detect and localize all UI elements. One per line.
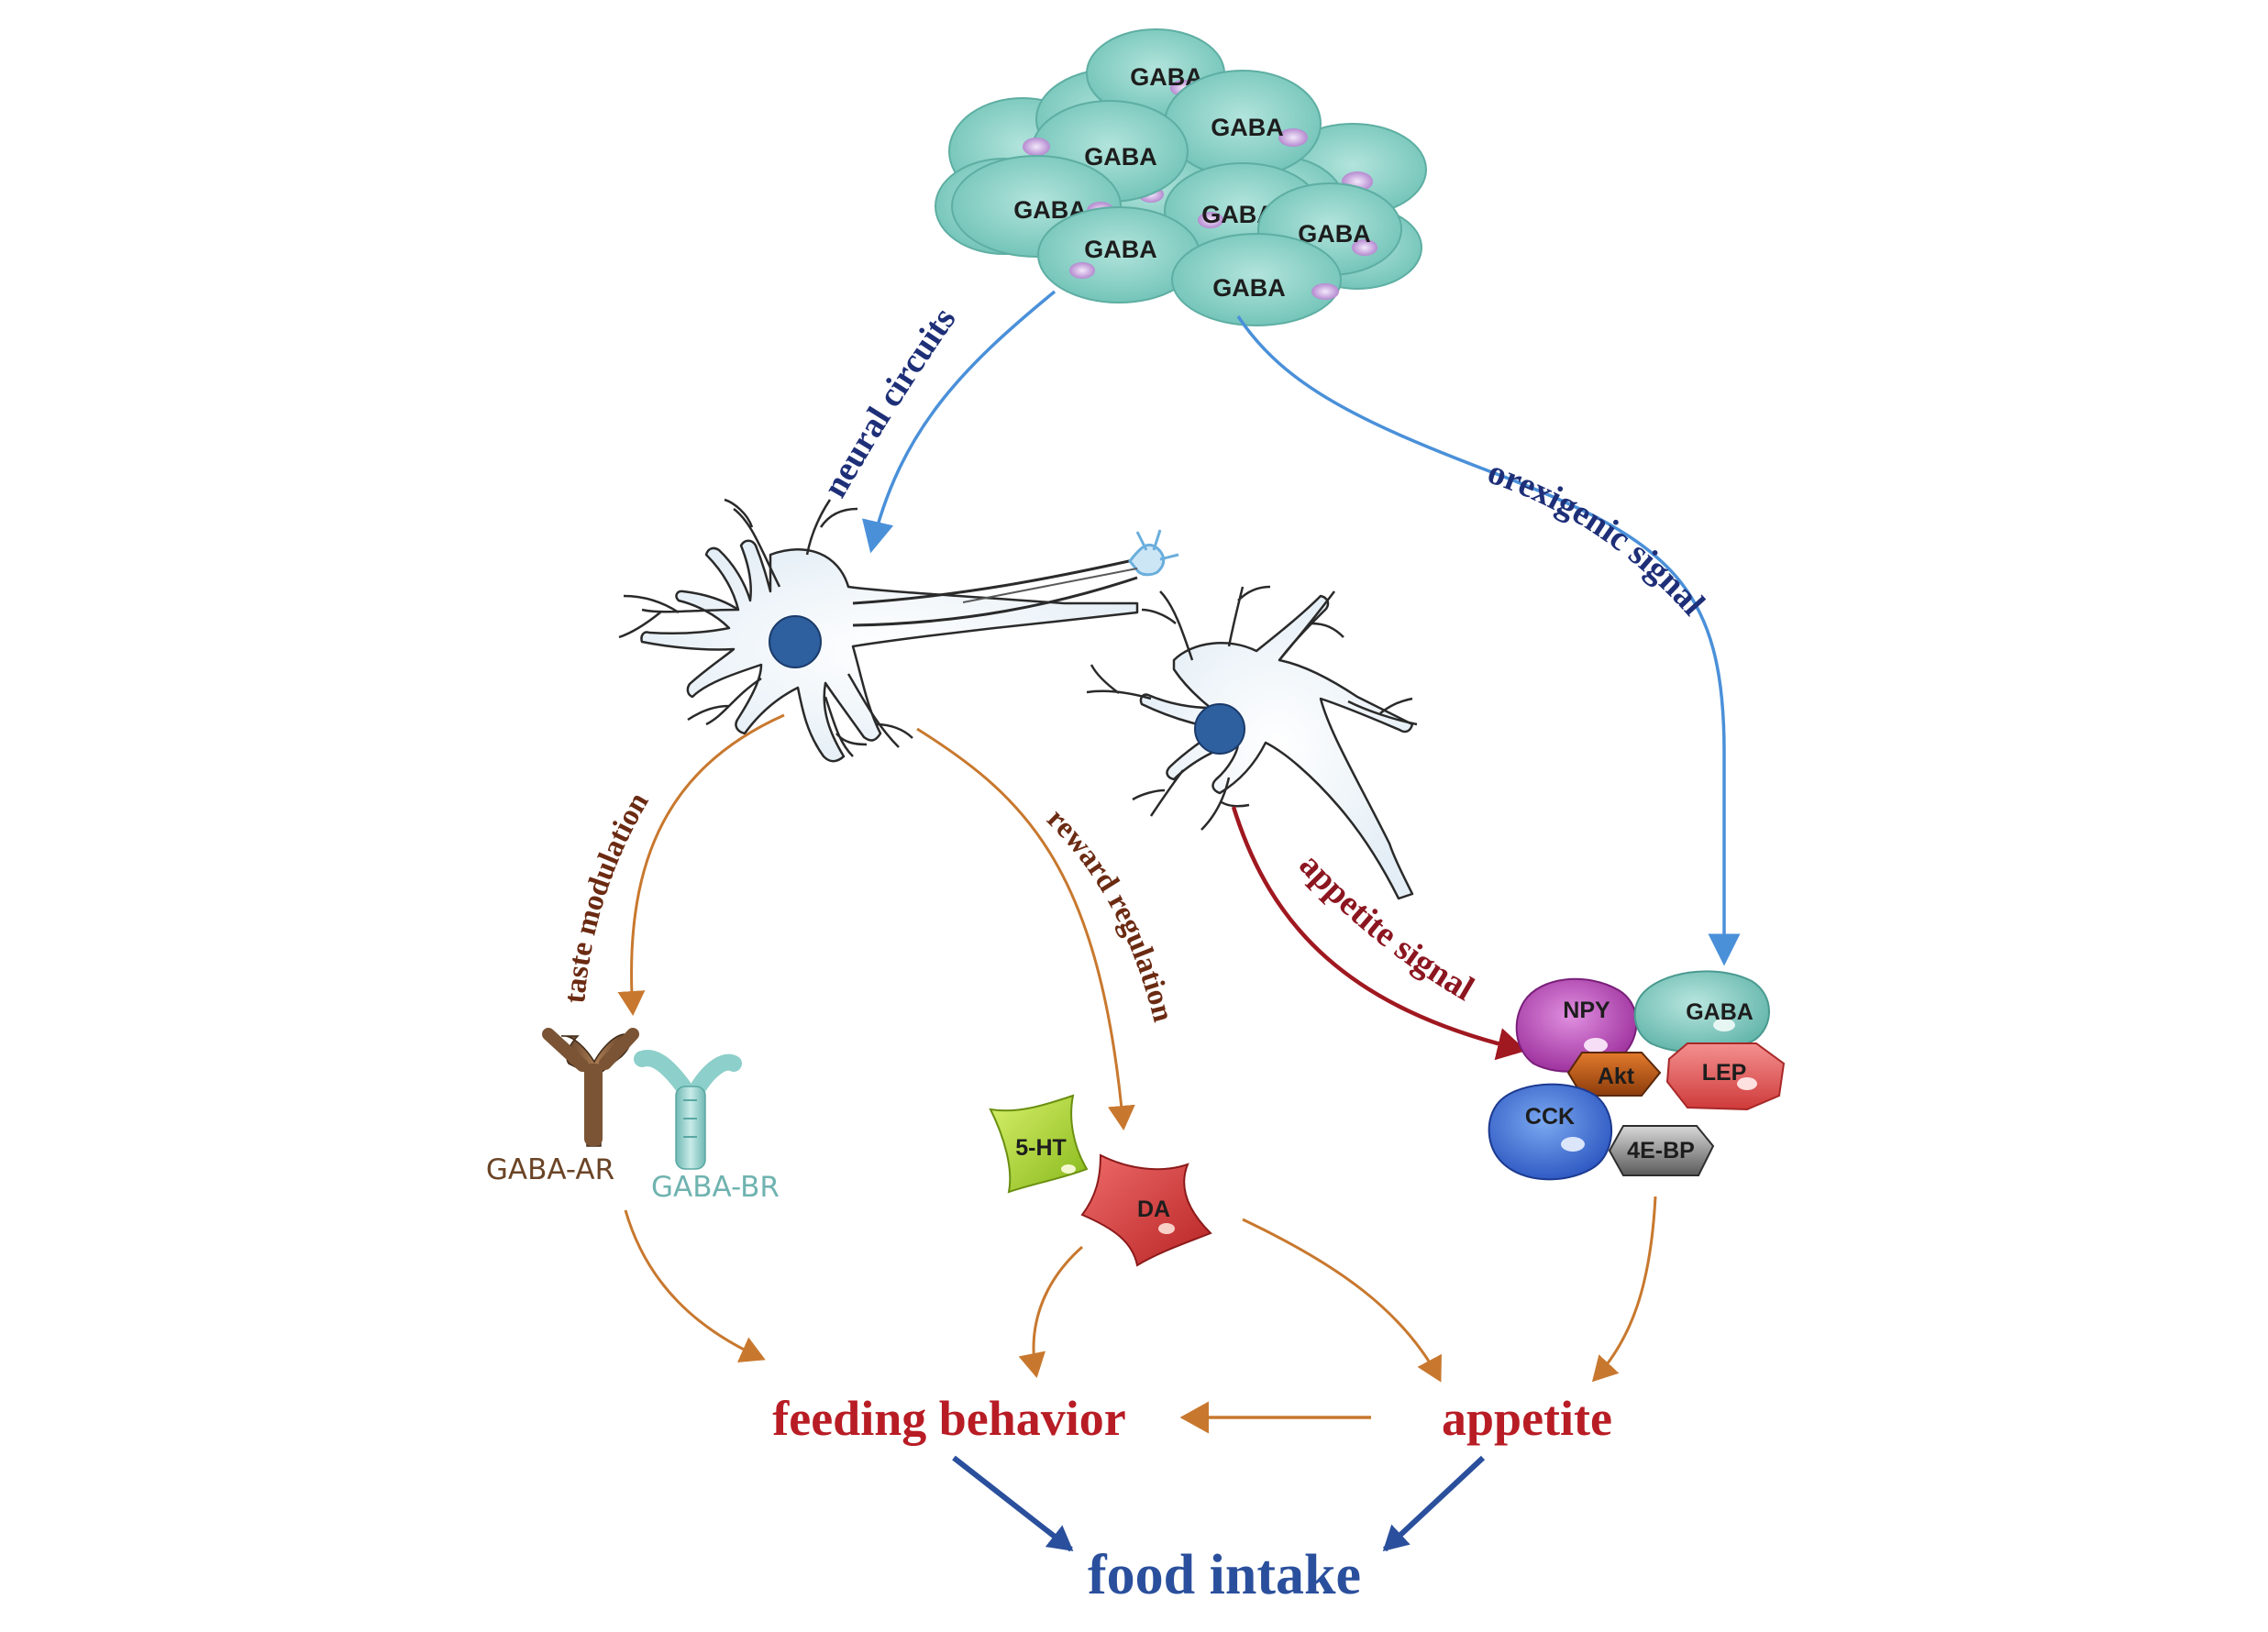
neuron-nucleus xyxy=(1194,703,1245,755)
neuron-nucleus xyxy=(769,615,822,668)
appetite-signal-arrow xyxy=(1231,806,1527,1061)
complex-to-appetite-arrow xyxy=(1591,1196,1657,1383)
4e-bp-label: 4E-BP xyxy=(1627,1138,1695,1163)
appetite-to-food-intake-arrow xyxy=(1382,1455,1486,1552)
gaba-cell: GABA xyxy=(1171,233,1342,326)
gaba-cell: GABA xyxy=(1037,206,1200,303)
gaba-br-receptor-icon xyxy=(634,1050,742,1170)
lep-label: LEP xyxy=(1702,1060,1747,1086)
cck-protein: CCK xyxy=(1488,1083,1613,1181)
appetite-label: appetite xyxy=(1442,1391,1612,1446)
dopamine-label: DA xyxy=(1137,1196,1170,1222)
reward-regulation-arrow xyxy=(916,727,1135,1130)
dopamine-molecule-icon: DA xyxy=(1080,1153,1212,1267)
protein-complex: NPY GABA Akt LEP CCK 4E-BP xyxy=(1488,970,1786,1181)
npy-protein: NPY xyxy=(1515,977,1638,1073)
gaba-cell-label: GABA xyxy=(1084,236,1157,263)
dopamine-to-appetite-arrow xyxy=(1242,1218,1442,1383)
lep-protein: LEP xyxy=(1665,1042,1786,1111)
synaptic-terminal-icon xyxy=(1128,529,1179,577)
neural-circuits-arrow xyxy=(862,290,1057,554)
gaba-cell-cluster: GABA GABA GABA GABA GABA GABA xyxy=(935,28,1427,326)
neuron-presynaptic xyxy=(618,498,1139,763)
axon-line xyxy=(962,568,1138,603)
feeding-behavior-label: feeding behavior xyxy=(772,1391,1126,1446)
gaba-ar-label: GABA-AR xyxy=(486,1153,614,1186)
feeding-to-food-intake-arrow xyxy=(952,1455,1074,1552)
serotonin-molecule-icon: 5-HT xyxy=(989,1094,1089,1194)
cck-label: CCK xyxy=(1525,1104,1575,1130)
dopamine-to-feeding-arrow xyxy=(1018,1245,1083,1378)
akt-label: Akt xyxy=(1598,1064,1635,1089)
gaba-cell-label: GABA xyxy=(1298,220,1371,248)
orexigenic-signal-label: orexigenic signal xyxy=(1483,453,1712,623)
gaba-protein: GABA xyxy=(1633,970,1770,1053)
reward-regulation-label: reward regulation xyxy=(1040,802,1179,1025)
taste-modulation-label: taste modulation xyxy=(559,787,656,1004)
taste-modulation-arrow xyxy=(617,713,785,1016)
food-intake-label: food intake xyxy=(1088,1544,1361,1606)
gaba-cell-label: GABA xyxy=(1212,274,1286,302)
gaba-br-label: GABA-BR xyxy=(651,1171,780,1204)
4e-bp-protein: 4E-BP xyxy=(1608,1125,1715,1176)
gaba-ar-receptor-icon xyxy=(542,1028,639,1147)
serotonin-label: 5-HT xyxy=(1015,1135,1067,1161)
npy-label: NPY xyxy=(1563,998,1610,1023)
receptor-to-feeding-arrow xyxy=(624,1209,766,1362)
gaba-cell-label: GABA xyxy=(1211,114,1284,141)
orexigenic-signal-arrow xyxy=(1236,315,1741,966)
gaba-cell: GABA xyxy=(1164,70,1322,178)
gaba-protein-label: GABA xyxy=(1686,999,1754,1025)
akt-protein: Akt xyxy=(1566,1052,1662,1097)
gaba-cell-label: GABA xyxy=(1084,143,1157,171)
